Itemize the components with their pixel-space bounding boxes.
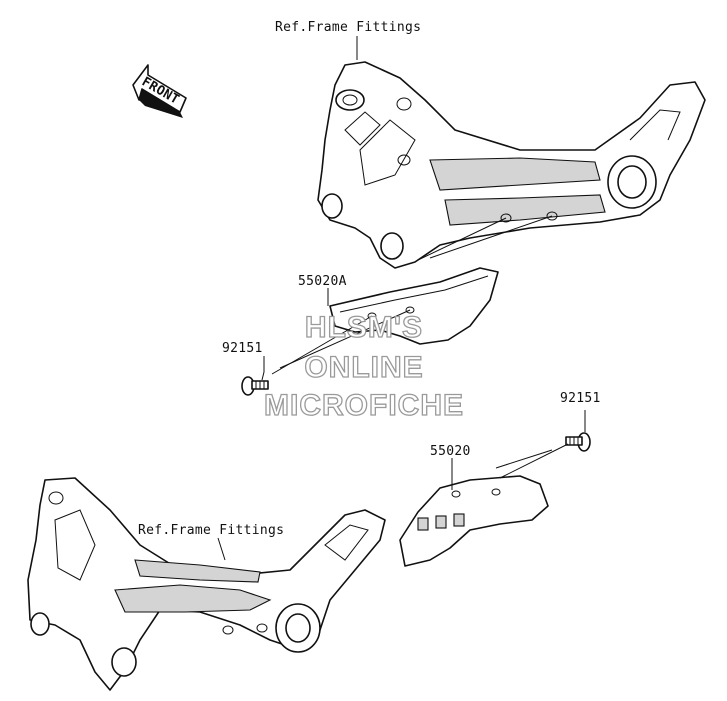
watermark-line-3: MICROFICHE [264, 389, 464, 422]
top-frame-fitting [317, 61, 706, 269]
part-55020-guard [399, 475, 549, 567]
watermark-line-2: ONLINE [304, 351, 423, 384]
part-number-55020: 55020 [430, 444, 471, 459]
watermark: HLSM'S ONLINE MICROFICHE [263, 310, 464, 422]
bolt-92151-right [565, 432, 591, 452]
ref-frame-fittings-bottom-label: Ref.Frame Fittings [138, 523, 284, 538]
ref-frame-fittings-top-label: Ref.Frame Fittings [275, 20, 421, 35]
part-number-92151-left: 92151 [222, 341, 263, 356]
bolt-92151-left [241, 376, 269, 396]
bottom-frame-fitting [27, 477, 386, 691]
front-arrow-icon: FRONT [132, 64, 187, 118]
leader-ref-frame-bottom [217, 537, 226, 561]
watermark-line-1: HLSM'S [305, 311, 423, 344]
part-55020a-guard [329, 267, 499, 345]
part-number-55020a: 55020A [298, 274, 347, 289]
leader-92151-left [261, 356, 265, 381]
part-number-92151-right: 92151 [560, 391, 601, 406]
